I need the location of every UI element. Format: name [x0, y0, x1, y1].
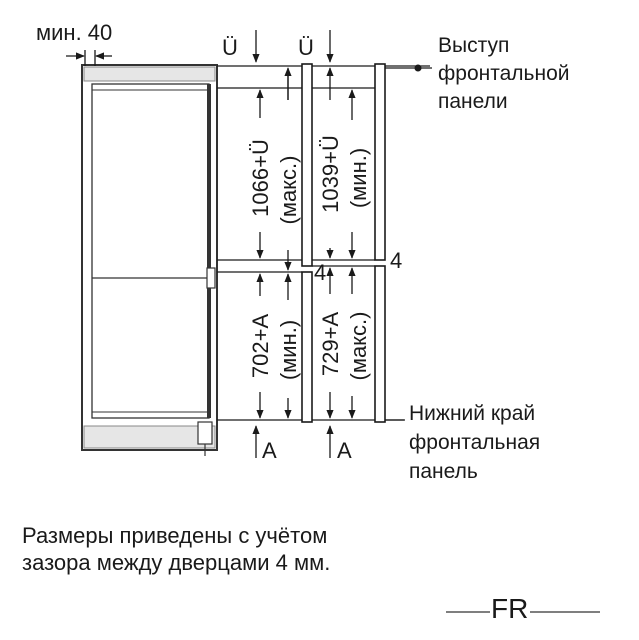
callout-bottom-line1: Нижний край [409, 402, 535, 425]
brand-logo: FR [446, 593, 600, 624]
top-u-arrows [252, 30, 334, 63]
u-symbol-right: Ü [298, 35, 314, 60]
dim-lower-left: 702+A [248, 314, 273, 379]
lower-dimension-lines [256, 267, 356, 419]
callout-leaders [385, 64, 432, 421]
cabinet-side-view [81, 64, 218, 456]
min-40-gap-marker [66, 50, 112, 66]
callout-bottom-line2: фронтальная [409, 431, 540, 454]
logo-text: FR [491, 593, 528, 624]
dim-upper-right-note: (мин.) [346, 148, 371, 208]
callout-bottom-line3: панель [409, 460, 478, 483]
dim-lower-left-note: (мин.) [276, 320, 301, 380]
dim-lower-right: 729+A [318, 312, 343, 377]
a-symbol-right: A [337, 438, 352, 463]
door-panels [301, 63, 386, 423]
bottom-a-arrows [252, 425, 334, 458]
callout-top-line2: фронтальной [438, 62, 570, 85]
door-gap-left-label: 4 [314, 260, 326, 285]
a-symbol-left: A [262, 438, 277, 463]
door-gap-right-label: 4 [390, 248, 402, 273]
note-line-1: Размеры приведены с учётом [22, 523, 328, 548]
callout-top-line1: Выступ [438, 34, 509, 57]
dim-upper-left-note: (макс.) [276, 156, 301, 225]
dim-upper-right: 1039+Ü [318, 135, 343, 213]
dimension-note: Размеры приведены с учётом зазора между … [22, 522, 502, 576]
note-line-2: зазора между дверцами 4 мм. [22, 550, 331, 575]
dim-upper-left: 1066+Ü [248, 139, 273, 217]
gap-min-label: мин. 40 [36, 20, 112, 45]
u-symbol-left: Ü [222, 35, 238, 60]
upper-dimension-lines [256, 67, 356, 271]
dim-lower-right-note: (макс.) [346, 312, 371, 381]
callout-top-line3: панели [438, 90, 508, 113]
